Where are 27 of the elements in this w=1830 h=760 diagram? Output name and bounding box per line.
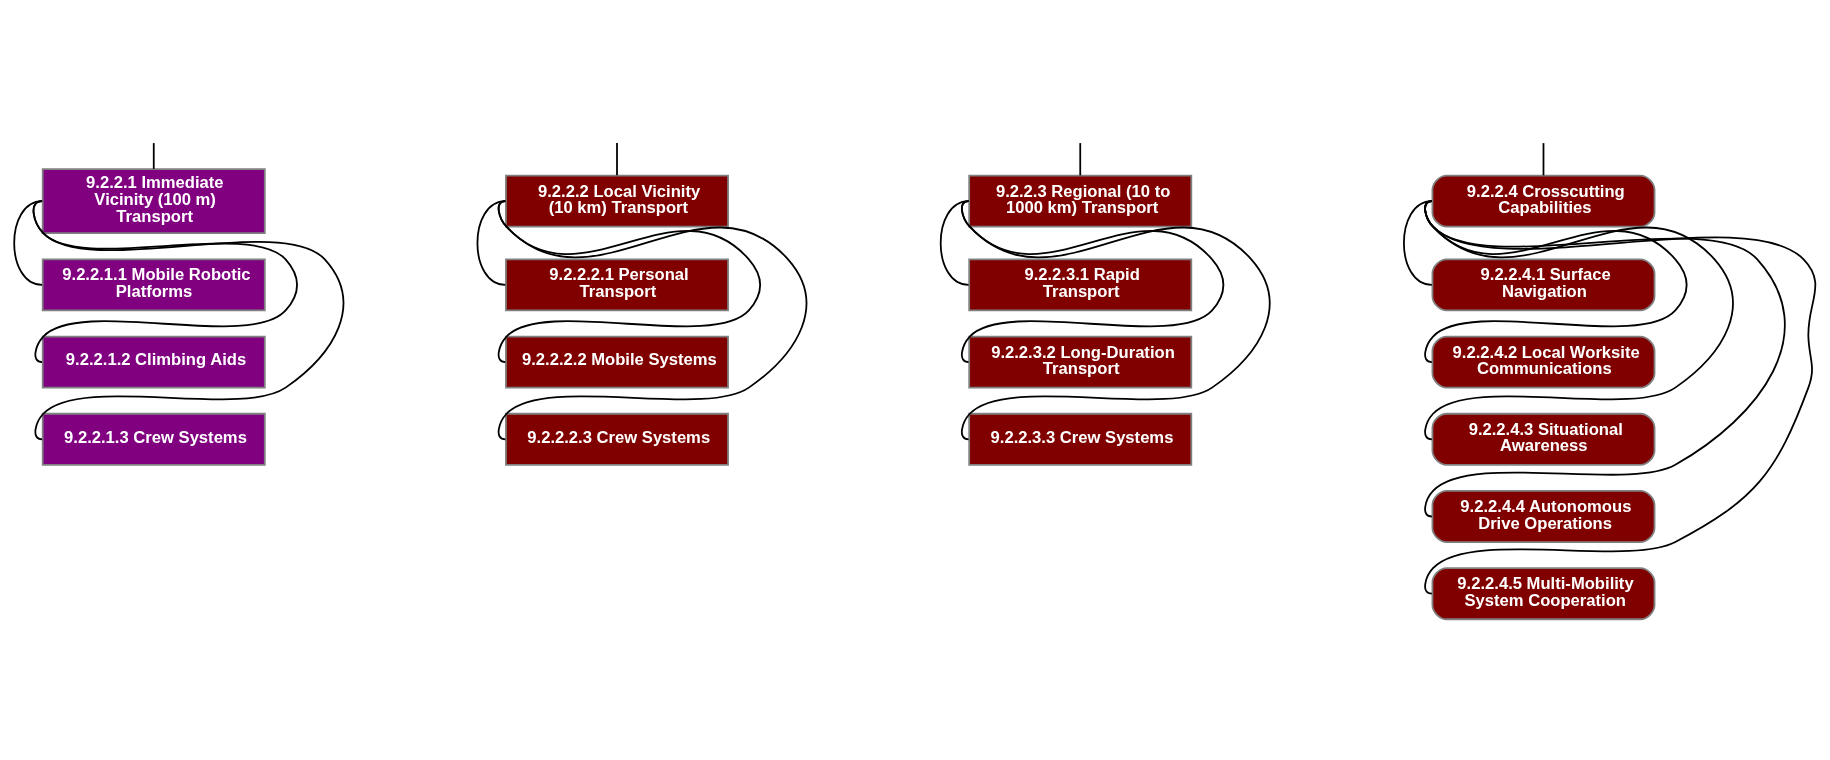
node-box: 9.2.2.4.5 Multi-Mobility System Cooperation [1431,566,1656,620]
node-box: 9.2.2.4.4 Autonomous Drive Operations [1431,489,1656,543]
node-box: 9.2.2.2.3 Crew Systems [505,412,729,466]
connector [1079,141,1082,176]
node-box: 9.2.2.4.1 Surface Navigation [1431,257,1656,311]
node-box: 9.2.2.2.1 Personal Transport [505,257,729,311]
node-box: 9.2.2.1.3 Crew Systems [41,412,266,466]
node-box: 9.2.2.3 Regional (10 to 1000 km) Transport [968,174,1193,228]
node-box: 9.2.2.1.2 Climbing Aids [41,335,266,388]
connector [939,199,970,286]
node-box: 9.2.2.2.2 Mobile Systems [505,335,729,388]
node-box: 9.2.2.2 Local Vicinity (10 km) Transport [505,174,729,228]
node-box: 9.2.2.1 Immediate Vicinity (100 m) Transport [41,167,266,234]
node-box: 9.2.2.4.3 Situational Awareness [1431,412,1656,466]
node-box: 9.2.2.1.1 Mobile Robotic Platforms [41,257,266,311]
connector [476,199,507,286]
node-box: 9.2.2.3.2 Long-Duration Transport [968,335,1193,388]
connector [616,141,618,176]
node-box: 9.2.2.3.1 Rapid Transport [968,257,1193,311]
connector [1542,141,1545,176]
node-box: 9.2.2.4 Crosscutting Capabilities [1431,174,1656,228]
node-box: 9.2.2.4.2 Local Worksite Communications [1431,335,1656,388]
node-box: 9.2.2.3.3 Crew Systems [968,412,1193,466]
connector [1424,199,1817,595]
connector [13,199,43,286]
connector [1403,199,1433,286]
connector [152,141,155,170]
